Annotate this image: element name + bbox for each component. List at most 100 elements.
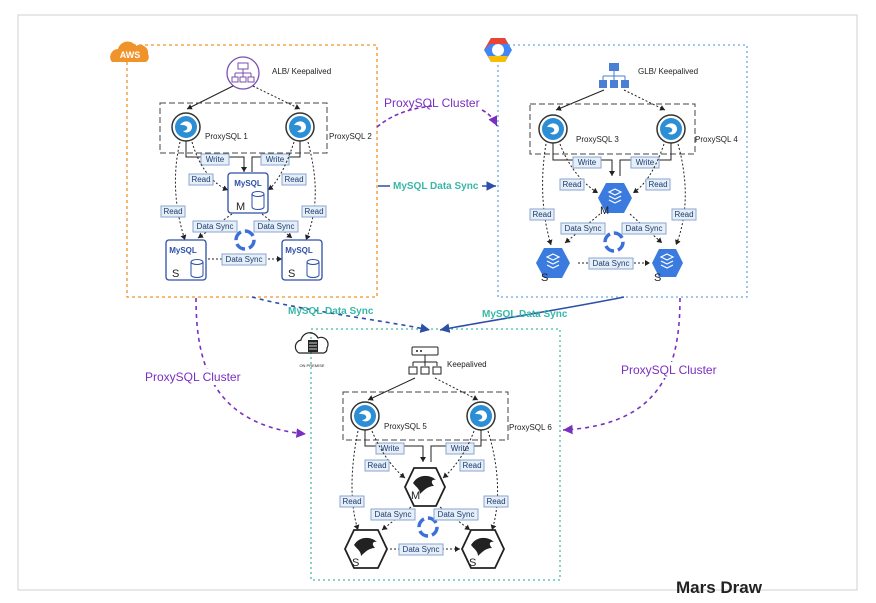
svg-text:MySQL: MySQL [169, 246, 197, 255]
tag-read-8: Read [671, 208, 697, 221]
cloudsql-master-icon [598, 183, 632, 213]
mysql-data-sync-label-right: MySQL Data Sync [482, 309, 568, 320]
svg-text:MySQL: MySQL [234, 179, 262, 188]
keepalived-label: Keepalived [447, 360, 487, 369]
edge-ka-p6 [434, 377, 479, 401]
diagram-frame [17, 14, 858, 591]
proxysql-6-label: ProxySQL 6 [509, 423, 552, 432]
svg-text:Data Sync: Data Sync [626, 224, 663, 233]
edge-p4-read-s2 [675, 143, 686, 246]
svg-text:Read: Read [304, 207, 323, 216]
mysql-master-onprem: M [404, 467, 446, 507]
mysql-slave-icon [165, 239, 207, 281]
svg-text:Data Sync: Data Sync [593, 259, 630, 268]
proxysql-cluster-label-right: ProxySQL Cluster [621, 363, 717, 377]
edge-p1-read-s1 [174, 141, 187, 241]
svg-text:Write: Write [636, 158, 655, 167]
tag-sync-aws-3: Data Sync [221, 253, 267, 266]
svg-text:M: M [600, 205, 609, 217]
tag-read-1: Read [188, 173, 214, 186]
tag-read-5: Read [559, 178, 585, 191]
edge-p6-read-m [442, 430, 475, 479]
glb-node: GLB/ Keepalived [599, 63, 698, 88]
svg-text:Read: Read [367, 461, 386, 470]
glb-icon [599, 63, 629, 88]
svg-text:Read: Read [532, 210, 551, 219]
sync-icon-onprem [417, 516, 439, 538]
tag-sync-onprem-3: Data Sync [398, 543, 444, 556]
label-bg [618, 362, 736, 378]
edge-mysql-sync-gcp-onprem [439, 296, 625, 333]
cloudsql-slave-2-gcp: S [652, 249, 683, 284]
aws-cloud-icon [110, 41, 149, 62]
proxysql-3-icon [538, 114, 568, 144]
proxysql-1-label: ProxySQL 1 [205, 132, 248, 141]
proxysql-cluster-label-top: ProxySQL Cluster [384, 96, 480, 110]
glb-label: GLB/ Keepalived [638, 67, 698, 76]
tag-write-p6: Write [445, 442, 475, 455]
proxysql-5-label: ProxySQL 5 [384, 422, 427, 431]
svg-text:MySQL: MySQL [285, 246, 313, 255]
tag-read-4: Read [301, 205, 327, 218]
mysql-slave-1-onprem: S [344, 529, 388, 569]
tag-read-9: Read [364, 459, 390, 472]
svg-text:Data Sync: Data Sync [197, 222, 234, 231]
svg-text:Data Sync: Data Sync [403, 545, 440, 554]
edge-cluster-aws-onprem [195, 297, 307, 438]
svg-text:S: S [352, 557, 359, 569]
svg-text:Read: Read [674, 210, 693, 219]
tag-write-p1: Write [200, 153, 230, 166]
edge-p2-read-m [267, 141, 295, 191]
sync-icon-gcp [603, 231, 625, 253]
svg-text:Data Sync: Data Sync [258, 222, 295, 231]
onprem-label: ON PREMISE [299, 363, 324, 368]
proxysql-3-label: ProxySQL 3 [576, 135, 619, 144]
proxysql-6-icon [466, 401, 496, 431]
tag-sync-onprem-1: Data Sync [370, 508, 416, 521]
svg-text:Data Sync: Data Sync [226, 255, 263, 264]
tag-sync-gcp-1: Data Sync [560, 222, 606, 235]
proxysql-5-icon [350, 401, 380, 431]
svg-text:Read: Read [486, 497, 505, 506]
tag-sync-aws-2: Data Sync [253, 220, 299, 233]
svg-text:S: S [541, 272, 548, 284]
svg-text:Read: Read [462, 461, 481, 470]
svg-text:S: S [172, 268, 179, 280]
tag-write-p3: Write [572, 156, 602, 169]
tag-write-p5: Write [375, 442, 405, 455]
tag-sync-aws-1: Data Sync [192, 220, 238, 233]
tag-read-6: Read [645, 178, 671, 191]
mysql-slave-2-aws: MySQL S [281, 239, 323, 281]
proxysql-1-icon [171, 112, 201, 142]
tag-sync-gcp-3: Data Sync [588, 257, 634, 270]
svg-text:Read: Read [648, 180, 667, 189]
tag-read-2: Read [281, 173, 307, 186]
edge-p3-read-s1 [542, 143, 553, 246]
proxysql-group-aws [159, 102, 328, 154]
svg-text:M: M [411, 490, 420, 502]
onprem-cloud-icon [294, 332, 329, 354]
tag-write-p4: Write [630, 156, 660, 169]
sync-icon-aws [234, 229, 256, 251]
svg-text:Read: Read [562, 180, 581, 189]
edge-cluster-gcp-onprem [562, 297, 681, 435]
proxysql-cluster-label-left: ProxySQL Cluster [145, 370, 241, 384]
tag-sync-onprem-2: Data Sync [433, 508, 479, 521]
tag-write-p2: Write [260, 153, 290, 166]
svg-text:Write: Write [266, 155, 285, 164]
svg-text:Write: Write [451, 444, 470, 453]
edge-sync-m-s2 [261, 213, 293, 239]
edge-alb-p2 [252, 85, 301, 110]
keepalived-icon [408, 346, 442, 375]
svg-text:Data Sync: Data Sync [438, 510, 475, 519]
proxysql-4-label: ProxySQL 4 [695, 135, 738, 144]
edge-glb-p3 [555, 89, 605, 111]
watermark: Mars Draw [676, 578, 762, 597]
svg-text:S: S [288, 268, 295, 280]
mysql-master-aws: MySQL M [227, 172, 269, 214]
mysql-slave-2-onprem: S [461, 529, 505, 569]
cloudsql-slave-icon [536, 248, 570, 278]
svg-text:M: M [236, 201, 245, 213]
alb-label: ALB/ Keepalived [272, 67, 331, 76]
